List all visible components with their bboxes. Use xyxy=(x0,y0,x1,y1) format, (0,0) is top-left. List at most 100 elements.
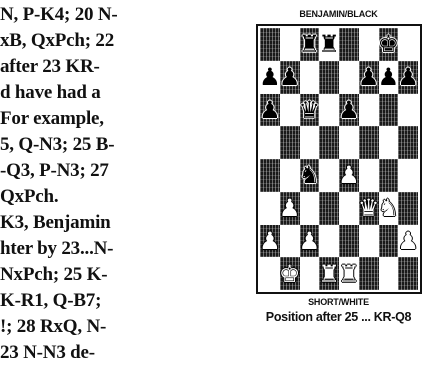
article-line: xB, QxPch; 22 xyxy=(0,28,242,54)
square-c8: ♜ xyxy=(300,28,320,61)
square-a2: ♟ xyxy=(260,225,280,258)
square-h7: ♟ xyxy=(398,61,418,94)
article-line: !; 28 RxQ, N- xyxy=(0,314,242,340)
article-line: after 23 KR- xyxy=(0,54,242,80)
white-rook-e1-icon: ♜ xyxy=(339,262,359,286)
square-d4 xyxy=(319,159,339,192)
square-d5 xyxy=(319,126,339,159)
article-line: NxPch; 25 K- xyxy=(0,262,242,288)
square-c5 xyxy=(300,126,320,159)
square-b2 xyxy=(280,225,300,258)
black-pawn-a7-icon: ♟ xyxy=(260,65,280,89)
square-b6 xyxy=(280,94,300,127)
square-f2 xyxy=(359,225,379,258)
article-line: QxPch. xyxy=(0,184,242,210)
square-c2: ♟ xyxy=(300,225,320,258)
square-b1: ♚ xyxy=(280,257,300,290)
black-pawn-e6-icon: ♟ xyxy=(339,98,359,122)
black-pawn-f7-icon: ♟ xyxy=(359,65,379,89)
square-a6: ♟ xyxy=(260,94,280,127)
white-pawn-h2-icon: ♟ xyxy=(398,229,418,253)
square-b3: ♟ xyxy=(280,192,300,225)
chess-diagram: BENJAMIN/BLACK ♜♜♚♟♟♟♟♟♟♛♟♞♟♟♛♞♟♟♟♚♜♜ SH… xyxy=(250,0,427,338)
square-a4 xyxy=(260,159,280,192)
black-rook-c8-icon: ♜ xyxy=(300,32,320,56)
chess-board: ♜♜♚♟♟♟♟♟♟♛♟♞♟♟♛♞♟♟♟♚♜♜ xyxy=(260,28,418,290)
square-g7: ♟ xyxy=(379,61,399,94)
square-f7: ♟ xyxy=(359,61,379,94)
article-line: K3, Benjamin xyxy=(0,210,242,236)
square-a1 xyxy=(260,257,280,290)
square-h8 xyxy=(398,28,418,61)
square-h5 xyxy=(398,126,418,159)
square-a8 xyxy=(260,28,280,61)
square-a5 xyxy=(260,126,280,159)
white-player-caption: SHORT/WHITE xyxy=(250,297,427,307)
square-g5 xyxy=(379,126,399,159)
square-h6 xyxy=(398,94,418,127)
square-d7 xyxy=(319,61,339,94)
square-h1 xyxy=(398,257,418,290)
article-line: hter by 23...N- xyxy=(0,236,242,262)
article-line: N, P-K4; 20 N- xyxy=(0,2,242,28)
square-e4: ♟ xyxy=(339,159,359,192)
white-pawn-c2-icon: ♟ xyxy=(300,229,320,253)
square-e3 xyxy=(339,192,359,225)
article-line: For example, xyxy=(0,106,242,132)
article-line: 23 N-N3 de- xyxy=(0,340,242,366)
square-d1: ♜ xyxy=(319,257,339,290)
white-pawn-e4-icon: ♟ xyxy=(339,163,359,187)
square-b7: ♟ xyxy=(280,61,300,94)
square-f6 xyxy=(359,94,379,127)
square-d6 xyxy=(319,94,339,127)
square-a3 xyxy=(260,192,280,225)
square-e8 xyxy=(339,28,359,61)
chess-board-frame: ♜♜♚♟♟♟♟♟♟♛♟♞♟♟♛♞♟♟♟♚♜♜ xyxy=(256,24,422,294)
square-b8 xyxy=(280,28,300,61)
square-g6 xyxy=(379,94,399,127)
square-h3 xyxy=(398,192,418,225)
square-g2 xyxy=(379,225,399,258)
square-h2: ♟ xyxy=(398,225,418,258)
black-king-g8-icon: ♚ xyxy=(379,32,399,56)
square-b4 xyxy=(280,159,300,192)
article-column: N, P-K4; 20 N- xB, QxPch; 22 after 23 KR… xyxy=(0,2,242,366)
square-c4: ♞ xyxy=(300,159,320,192)
black-rook-d8-icon: ♜ xyxy=(319,32,339,56)
square-d3 xyxy=(319,192,339,225)
white-rook-d1-icon: ♜ xyxy=(319,262,339,286)
position-caption: Position after 25 ... KR-Q8 xyxy=(250,310,427,324)
square-d2 xyxy=(319,225,339,258)
black-pawn-b7-icon: ♟ xyxy=(280,65,300,89)
article-line: K-R1, Q-B7; xyxy=(0,288,242,314)
article-line: -Q3, P-N3; 27 xyxy=(0,158,242,184)
square-e7 xyxy=(339,61,359,94)
white-queen-f3-icon: ♛ xyxy=(359,196,379,220)
black-pawn-g7-icon: ♟ xyxy=(379,65,399,89)
black-knight-c4-icon: ♞ xyxy=(300,163,320,187)
white-pawn-a2-icon: ♟ xyxy=(260,229,280,253)
square-g8: ♚ xyxy=(379,28,399,61)
square-g1 xyxy=(379,257,399,290)
square-h4 xyxy=(398,159,418,192)
square-a7: ♟ xyxy=(260,61,280,94)
square-g3: ♞ xyxy=(379,192,399,225)
white-king-b1-icon: ♚ xyxy=(280,262,300,286)
square-b5 xyxy=(280,126,300,159)
square-e5 xyxy=(339,126,359,159)
square-f4 xyxy=(359,159,379,192)
square-e1: ♜ xyxy=(339,257,359,290)
square-e2 xyxy=(339,225,359,258)
square-f1 xyxy=(359,257,379,290)
black-queen-c6-icon: ♛ xyxy=(300,98,320,122)
square-c7 xyxy=(300,61,320,94)
black-player-caption: BENJAMIN/BLACK xyxy=(250,9,427,19)
black-pawn-a6-icon: ♟ xyxy=(260,98,280,122)
square-f5 xyxy=(359,126,379,159)
black-pawn-h7-icon: ♟ xyxy=(398,65,418,89)
article-line: 5, Q-N3; 25 B- xyxy=(0,132,242,158)
square-e6: ♟ xyxy=(339,94,359,127)
square-c3 xyxy=(300,192,320,225)
white-knight-g3-icon: ♞ xyxy=(379,196,399,220)
square-f3: ♛ xyxy=(359,192,379,225)
